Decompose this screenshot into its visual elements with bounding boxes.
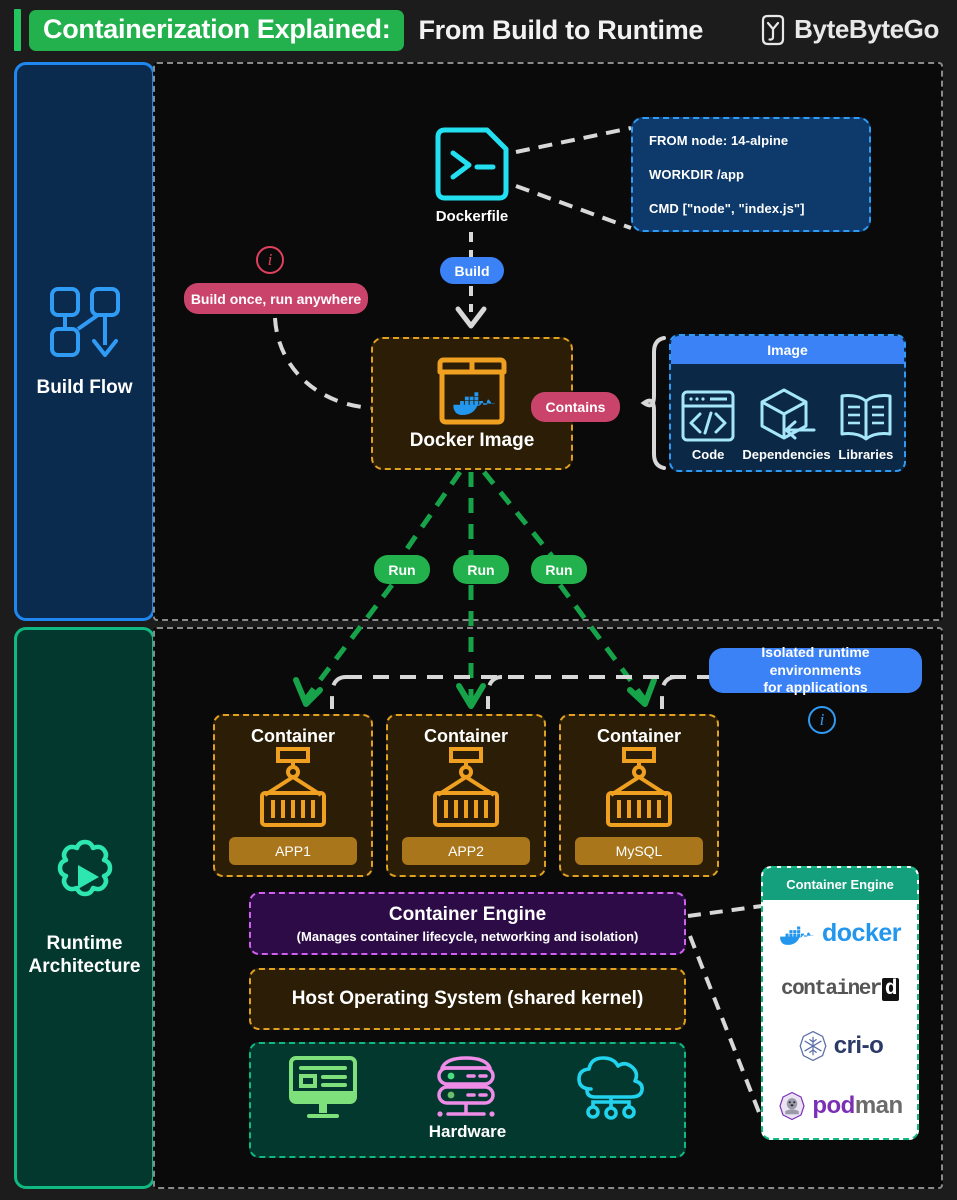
docker-whale-icon (779, 919, 817, 949)
brand-name: ByteByteGo (794, 14, 939, 44)
dockerfile-terminal-file-icon (433, 125, 511, 203)
header-highlight-title: Containerization Explained: (29, 9, 405, 51)
engine-logo-podman: podman (777, 1091, 903, 1121)
docker-wordmark: docker (822, 919, 901, 948)
container-tag-3: MySQL (575, 837, 703, 865)
containerd-wordmark-b: d (881, 977, 900, 1001)
container-tag-2: APP2 (402, 837, 530, 865)
run-badge-1: Run (374, 555, 430, 584)
image-panel-title: Image (671, 336, 904, 364)
image-item-libraries: Libraries (837, 391, 895, 462)
engine-logo-docker: docker (779, 919, 901, 949)
code-line-3: CMD ["node", "index.js"] (649, 201, 805, 216)
runtime-gear-play-icon (45, 837, 125, 917)
crio-wordmark: cri-o (833, 1032, 884, 1060)
container-title-1: Container (250, 726, 335, 746)
bytebytego-logo-icon (760, 14, 786, 45)
desktop-monitor-icon (287, 1055, 359, 1121)
run-badge-3: Run (531, 555, 587, 584)
info-circle-icon-runtime: i (808, 706, 836, 734)
build-once-note-badge: Build once, run anywhere (184, 283, 368, 314)
isolated-badge-line1: Isolated runtime environments (761, 644, 870, 678)
open-book-icon (837, 391, 895, 443)
container-node-3: Container MySQL (559, 714, 719, 877)
container-title-2: Container (423, 726, 508, 746)
podman-seal-icon (777, 1091, 807, 1121)
cloud-network-icon (573, 1055, 649, 1121)
code-line-2: WORKDIR /app (649, 167, 745, 182)
docker-image-node: Docker Image (371, 337, 573, 470)
header-subtitle: From Build to Runtime (418, 14, 704, 45)
cube-arrow-icon (756, 387, 818, 443)
container-node-2: Container APP2 (386, 714, 546, 877)
engine-panel-title: Container Engine (763, 868, 917, 900)
brand-logo: ByteByteGo (760, 14, 939, 45)
runtime-label-line2: Architecture (28, 956, 141, 977)
hardware-label: Hardware (428, 1122, 507, 1141)
isolated-badge-line2: for applications (763, 679, 868, 696)
engine-logo-crio: cri-o (797, 1030, 884, 1062)
hardware-row: Hardware (249, 1042, 686, 1158)
image-item-label-libraries: Libraries (838, 447, 894, 462)
shipping-container-icon-2 (424, 747, 508, 829)
page-header: Containerization Explained: From Build t… (0, 0, 957, 60)
header-accent-bar (14, 9, 21, 51)
dockerfile-label: Dockerfile (435, 208, 509, 225)
code-window-icon (680, 389, 736, 443)
container-node-1: Container APP1 (213, 714, 373, 877)
image-contents-panel: Image Code (669, 334, 906, 472)
isolated-runtime-badge: Isolated runtime environments for applic… (709, 644, 922, 695)
podman-wordmark-b: man (854, 1092, 903, 1120)
shipping-container-icon-1 (251, 747, 335, 829)
image-item-label-dependencies: Dependencies (742, 447, 831, 462)
docker-image-label: Docker Image (409, 429, 535, 451)
container-engine-title: Container Engine (388, 903, 547, 925)
container-title-3: Container (596, 726, 681, 746)
server-rack-icon (430, 1055, 502, 1121)
dockerfile-code-panel: FROM node: 14-alpine WORKDIR /app CMD ["… (631, 117, 871, 232)
crio-snowflake-icon (797, 1030, 829, 1062)
run-badge-2: Run (453, 555, 509, 584)
container-engine-subtitle: (Manages container lifecycle, networking… (296, 928, 639, 944)
runtime-label-line1: Runtime (46, 933, 123, 955)
info-circle-icon-build: i (256, 246, 284, 274)
build-flow-sidebar: Build Flow (14, 62, 155, 621)
host-os-row: Host Operating System (shared kernel) (249, 968, 686, 1030)
contains-badge: Contains (531, 392, 620, 422)
code-line-1: FROM node: 14-alpine (649, 133, 789, 148)
runtime-sidebar: Runtime Architecture (14, 627, 155, 1189)
image-item-code: Code (680, 389, 736, 462)
docker-box-icon (436, 356, 508, 426)
container-tag-1: APP1 (229, 837, 357, 865)
container-engine-row: Container Engine (Manages container life… (249, 892, 686, 955)
containerd-wordmark-a: container (780, 977, 882, 1001)
image-item-label-code: Code (691, 447, 725, 462)
build-flow-icon (46, 283, 124, 361)
podman-wordmark: podman (812, 1092, 903, 1120)
runtime-label: Runtime Architecture (29, 933, 141, 979)
build-badge: Build (440, 257, 504, 284)
podman-wordmark-a: pod (812, 1092, 855, 1120)
shipping-container-icon-3 (597, 747, 681, 829)
image-item-dependencies: Dependencies (742, 387, 831, 462)
build-flow-label: Build Flow (36, 377, 133, 399)
